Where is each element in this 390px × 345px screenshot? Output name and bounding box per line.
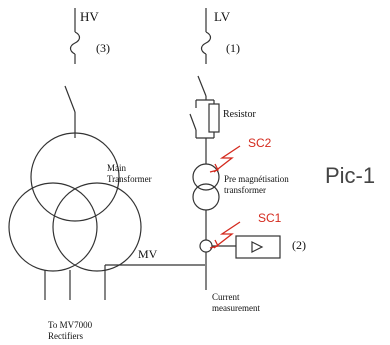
- resistor-bypass-switch: [189, 113, 197, 131]
- sc1-label: SC1: [258, 211, 282, 225]
- lv-label: LV: [214, 9, 231, 24]
- hv-fuse-symbol: [69, 31, 81, 55]
- lv-breaker-symbol: [197, 75, 207, 97]
- measurement-arrow-icon: [251, 241, 264, 253]
- current-measurement-label: Current measurement: [212, 292, 260, 313]
- sc1-fault-arrowhead: [209, 239, 219, 249]
- main-transformer-secondary-winding-right: [52, 182, 142, 272]
- main-transformer-secondary-winding-left: [8, 182, 98, 272]
- lv-ref-number: (1): [226, 41, 240, 55]
- measurement-ref-number: (2): [292, 238, 306, 252]
- lv-fuse-symbol: [200, 31, 212, 55]
- main-transformer-label: Main Transformer: [107, 163, 152, 184]
- resistor-symbol: [208, 103, 220, 133]
- sc1-fault-arrow-icon: [213, 221, 241, 249]
- premag-transformer-winding-2: [192, 183, 220, 211]
- resistor-label: Resistor: [223, 109, 256, 120]
- mv-label: MV: [138, 247, 158, 261]
- hv-breaker-symbol: [64, 85, 76, 113]
- hv-label: HV: [80, 9, 99, 24]
- sc2-label: SC2: [248, 136, 272, 150]
- current-transformer-symbol: [199, 239, 213, 253]
- hv-ref-number: (3): [96, 41, 110, 55]
- premag-transformer-winding-1: [192, 163, 220, 191]
- main-transformer-primary-winding: [30, 132, 120, 222]
- rectifiers-label: To MV7000 Rectifiers: [48, 320, 93, 341]
- premag-transformer-label: Pre magnétisation transformer: [224, 174, 289, 195]
- sc2-fault-arrowhead: [209, 163, 219, 173]
- sc2-fault-arrow-icon: [213, 145, 241, 173]
- measurement-device-box: [235, 235, 281, 259]
- pic-label: Pic-1: [325, 163, 376, 188]
